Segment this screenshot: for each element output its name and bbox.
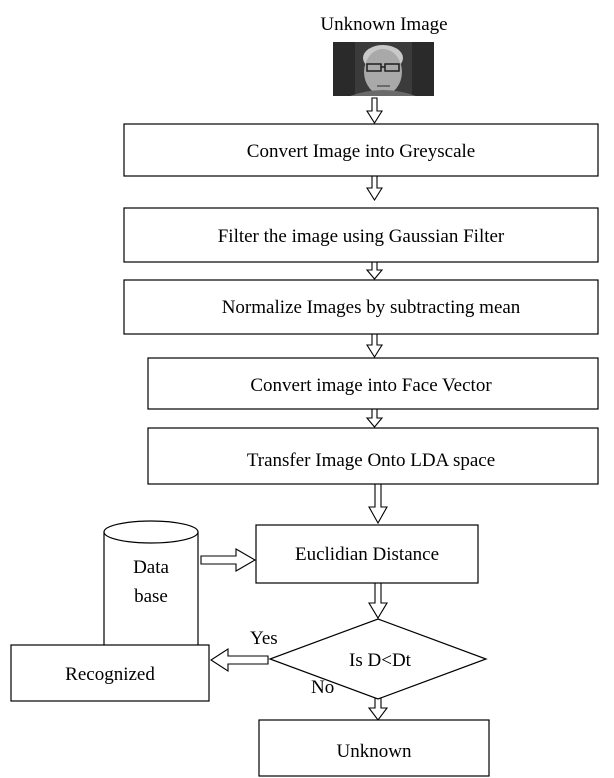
euclidian-distance-label: Euclidian Distance xyxy=(295,544,439,565)
euclidian-distance-box: Euclidian Distance xyxy=(255,524,479,584)
arrow-left-yes xyxy=(209,647,269,673)
arrow-right-database xyxy=(200,548,257,572)
recognized-box: Recognized xyxy=(10,644,210,702)
decision-diamond: Is D<Dt xyxy=(268,618,488,700)
step-face-vector: Convert image into Face Vector xyxy=(147,357,599,410)
step-gaussian-filter: Filter the image using Gaussian Filter xyxy=(123,207,599,263)
database-label-line2: base xyxy=(134,586,168,607)
no-label: No xyxy=(311,677,334,698)
arrow-down-2 xyxy=(366,175,383,202)
arrow-down-5 xyxy=(365,408,384,428)
database-label-line1: Data xyxy=(133,557,169,578)
arrow-down-6 xyxy=(368,483,388,525)
step-lda-space: Transfer Image Onto LDA space xyxy=(147,427,599,485)
yes-label: Yes xyxy=(250,628,278,649)
step-greyscale-label: Convert Image into Greyscale xyxy=(247,141,475,162)
unknown-label: Unknown xyxy=(337,741,412,762)
recognized-label: Recognized xyxy=(65,664,155,685)
decision-label: Is D<Dt xyxy=(349,650,412,671)
arrow-down-1 xyxy=(366,97,383,125)
face-photo xyxy=(333,42,434,96)
step-greyscale: Convert Image into Greyscale xyxy=(123,123,599,177)
arrow-down-8 xyxy=(367,696,389,721)
arrow-down-3 xyxy=(365,261,384,280)
arrow-down-7 xyxy=(368,582,388,620)
arrow-down-4 xyxy=(366,333,383,359)
step-gaussian-filter-label: Filter the image using Gaussian Filter xyxy=(218,226,505,247)
step-lda-space-label: Transfer Image Onto LDA space xyxy=(247,450,495,471)
step-face-vector-label: Convert image into Face Vector xyxy=(250,375,492,396)
database-cylinder: Data base xyxy=(103,520,199,659)
title-unknown-image: Unknown Image xyxy=(320,14,447,35)
step-normalize: Normalize Images by subtracting mean xyxy=(123,279,599,335)
unknown-box: Unknown xyxy=(258,719,490,777)
step-normalize-label: Normalize Images by subtracting mean xyxy=(222,297,521,318)
